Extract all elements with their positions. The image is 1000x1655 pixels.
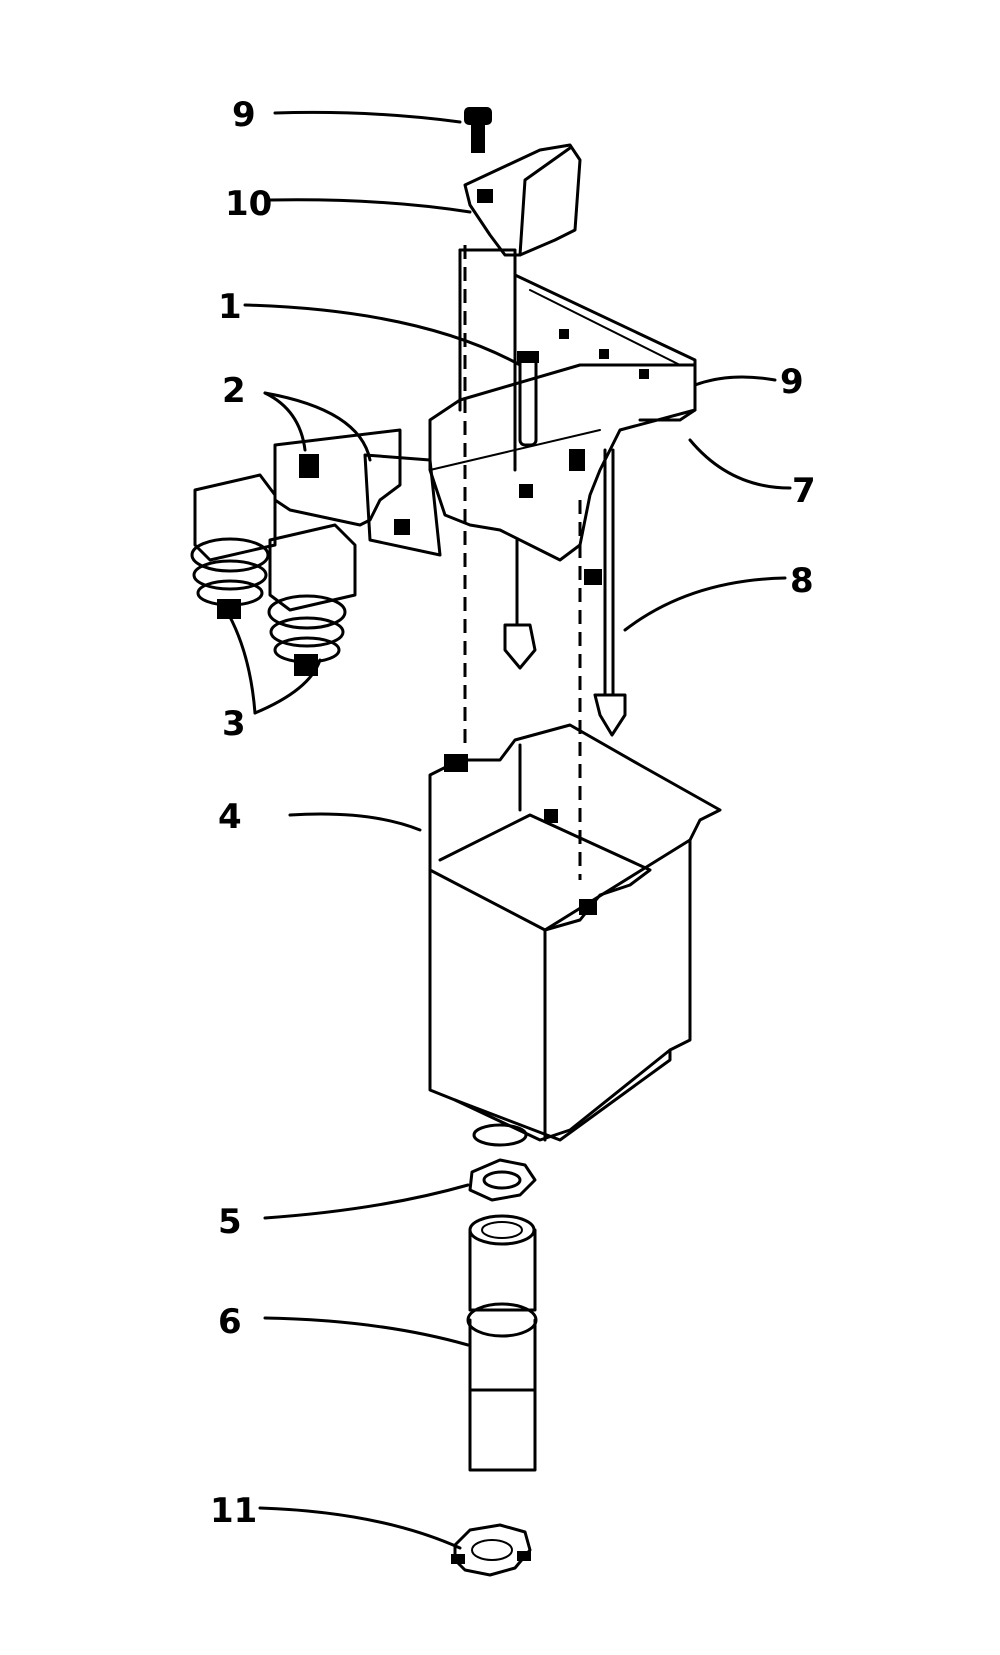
callout-11: 11 bbox=[210, 1491, 257, 1531]
gasket-ring bbox=[468, 1158, 537, 1202]
chute-cover bbox=[463, 143, 582, 257]
leader-2b bbox=[263, 391, 372, 462]
leader-9-top bbox=[273, 110, 462, 124]
callout-7: 7 bbox=[792, 471, 816, 511]
leader-2a bbox=[263, 391, 307, 452]
callout-4: 4 bbox=[218, 797, 242, 837]
leader-7 bbox=[688, 438, 792, 490]
callout-8: 8 bbox=[790, 561, 814, 601]
chute-housing bbox=[458, 248, 697, 472]
callout-5: 5 bbox=[218, 1202, 242, 1242]
leader-lines bbox=[223, 110, 792, 1550]
linkage-rod bbox=[593, 448, 627, 737]
leader-9-right bbox=[693, 375, 777, 387]
callout-9-top: 9 bbox=[232, 95, 256, 135]
leader-6 bbox=[263, 1316, 470, 1347]
bucket-outlet bbox=[472, 1123, 528, 1147]
solenoid-right bbox=[267, 523, 357, 676]
leader-3b bbox=[253, 658, 322, 715]
solenoid-bracket-plate bbox=[273, 428, 442, 557]
solenoid-left bbox=[190, 473, 277, 619]
leader-10 bbox=[268, 198, 472, 214]
callout-1: 1 bbox=[218, 287, 242, 327]
actuator-rod bbox=[517, 351, 539, 447]
callout-3: 3 bbox=[222, 704, 246, 744]
callout-6: 6 bbox=[218, 1302, 242, 1342]
leader-11 bbox=[258, 1506, 462, 1550]
callout-10: 10 bbox=[225, 184, 272, 224]
bracket bbox=[428, 363, 697, 585]
callout-2: 2 bbox=[222, 371, 246, 411]
leader-4 bbox=[288, 812, 422, 832]
leader-3a bbox=[223, 606, 257, 715]
leader-5 bbox=[263, 1183, 470, 1220]
screw-top bbox=[464, 107, 492, 153]
leader-1 bbox=[243, 303, 522, 367]
clamp-ring bbox=[451, 1523, 532, 1577]
ice-bucket bbox=[428, 723, 722, 1142]
callout-9-right: 9 bbox=[780, 362, 804, 402]
pushrod-left bbox=[503, 538, 537, 670]
outlet-tube bbox=[466, 1214, 538, 1472]
leader-8 bbox=[623, 576, 787, 632]
